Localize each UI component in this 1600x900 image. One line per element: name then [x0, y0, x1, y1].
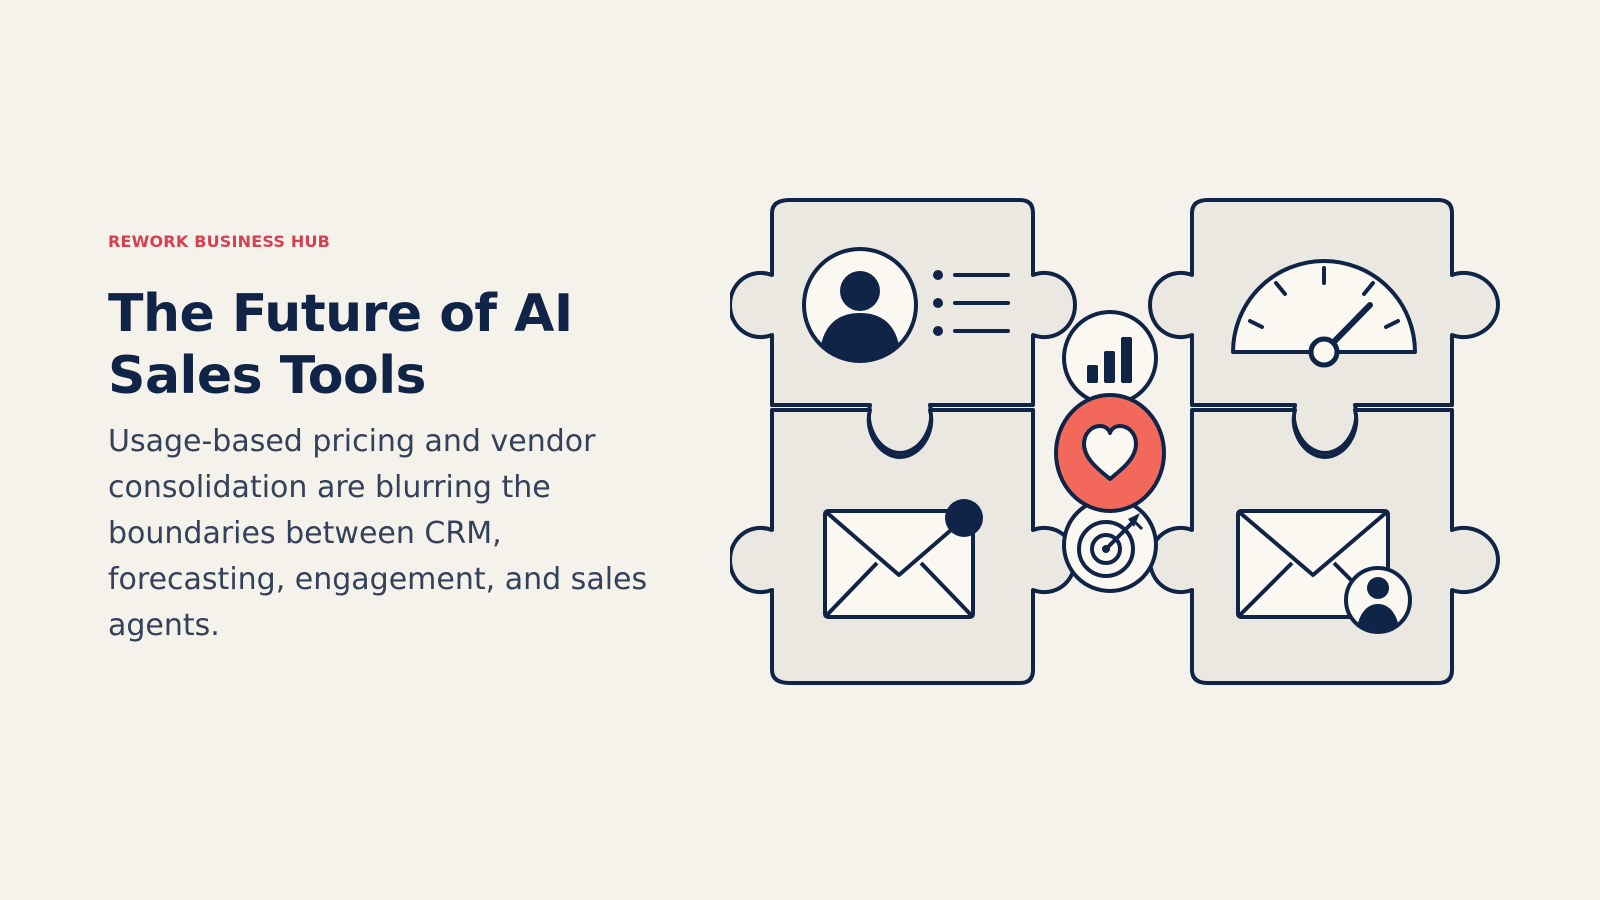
target-icon [1062, 497, 1158, 593]
contact-card-icon [802, 247, 1010, 363]
hero-text: REWORK BUSINESS HUB The Future of AI Sal… [108, 232, 708, 649]
brand-eyebrow: REWORK BUSINESS HUB [108, 232, 331, 251]
page-subtitle: Usage-based pricing and vendor consolida… [108, 424, 648, 643]
speedometer-icon [1231, 259, 1417, 368]
page-title: The Future of AI Sales Tools [108, 284, 573, 406]
puzzle-illustration [730, 198, 1500, 685]
heart-icon [1054, 393, 1166, 513]
bar-chart-icon [1062, 310, 1158, 406]
email-contact-icon [1236, 509, 1412, 634]
email-notification-icon [823, 499, 983, 619]
